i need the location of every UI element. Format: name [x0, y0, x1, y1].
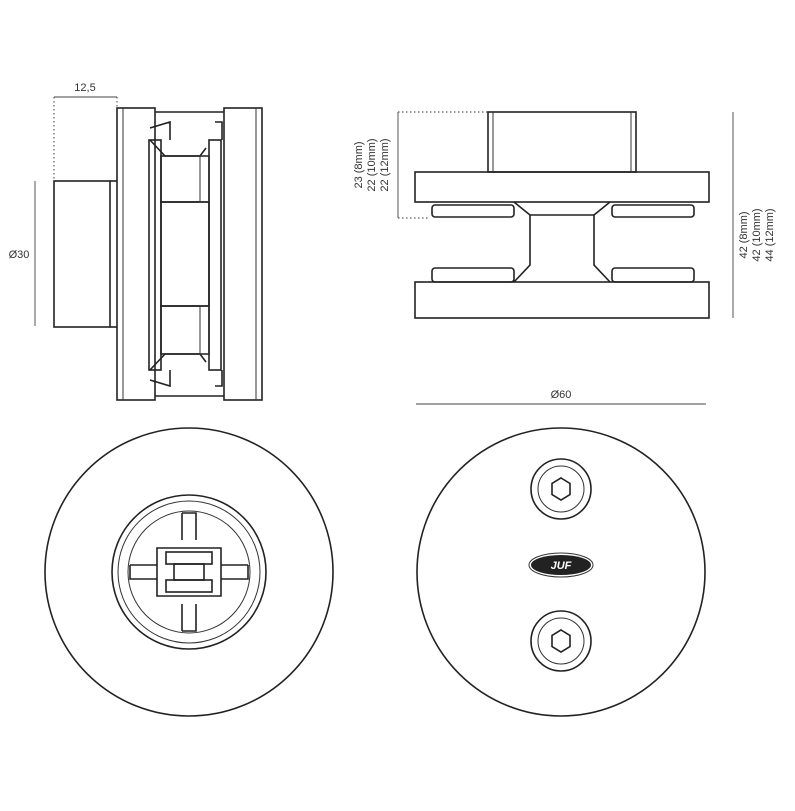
lower-screw-hex-icon [551, 629, 571, 653]
top-clip [149, 120, 223, 157]
back-view [44, 427, 334, 717]
back-ring-outer [111, 494, 267, 650]
back-disc-outer [44, 427, 334, 717]
upper-screw-head [537, 465, 585, 513]
upper-gasket-left [431, 204, 515, 218]
top-height-label-8mm: 23 (8mm) [353, 141, 365, 188]
small-boss [53, 180, 111, 328]
logo-text: JUF [551, 560, 572, 572]
lower-plate [414, 281, 710, 319]
front-disc-outer [416, 427, 706, 717]
upper-gasket-right [611, 204, 695, 218]
right-gasket [208, 139, 222, 371]
back-socket [156, 547, 222, 597]
total-height-label-10mm: 42 (10mm) [751, 208, 763, 261]
large-diameter-dimension: Ø60 [416, 389, 706, 405]
back-ring-middle [117, 500, 261, 644]
logo-outline [528, 552, 594, 578]
back-cross-arms [129, 512, 249, 632]
large-diameter-label: Ø60 [551, 389, 572, 401]
logo-badge [531, 555, 591, 575]
front-view: 23 (8mm) 22 (10mm) 22 (12mm) 42 (8mm) 42… [353, 111, 776, 319]
total-height-label-12mm: 44 (12mm) [764, 208, 776, 261]
top-cap [487, 111, 637, 173]
total-height-label-8mm: 42 (8mm) [738, 211, 750, 258]
small-diameter-label: Ø30 [9, 249, 30, 261]
lower-screw-head [537, 617, 585, 665]
spacer-top [160, 155, 210, 203]
right-plate [223, 107, 263, 401]
top-height-label-10mm: 22 (10mm) [366, 138, 378, 191]
lower-gasket-left [431, 267, 515, 283]
offset-dimension-label: 12,5 [74, 82, 95, 94]
upper-screw-boss [530, 458, 592, 520]
back-ring-inner [127, 510, 251, 634]
left-plate [116, 107, 156, 401]
spacer-top-washer [199, 155, 210, 203]
back-socket-slot-top [165, 551, 213, 565]
lower-gasket-right [611, 267, 695, 283]
back-socket-center [173, 563, 205, 581]
lower-screw-boss [530, 610, 592, 672]
spacer-bottom-washer [199, 305, 210, 355]
spacer-bottom [160, 305, 210, 355]
neck [513, 201, 611, 283]
spacer-middle [160, 201, 210, 307]
side-view: 12,5 Ø30 [9, 82, 263, 401]
upper-screw-hex-icon [551, 477, 571, 501]
top-height-label-12mm: 22 (12mm) [379, 138, 391, 191]
back-socket-slot-bottom [165, 579, 213, 593]
front-face-view: JUF [416, 427, 706, 717]
upper-plate [414, 171, 710, 203]
